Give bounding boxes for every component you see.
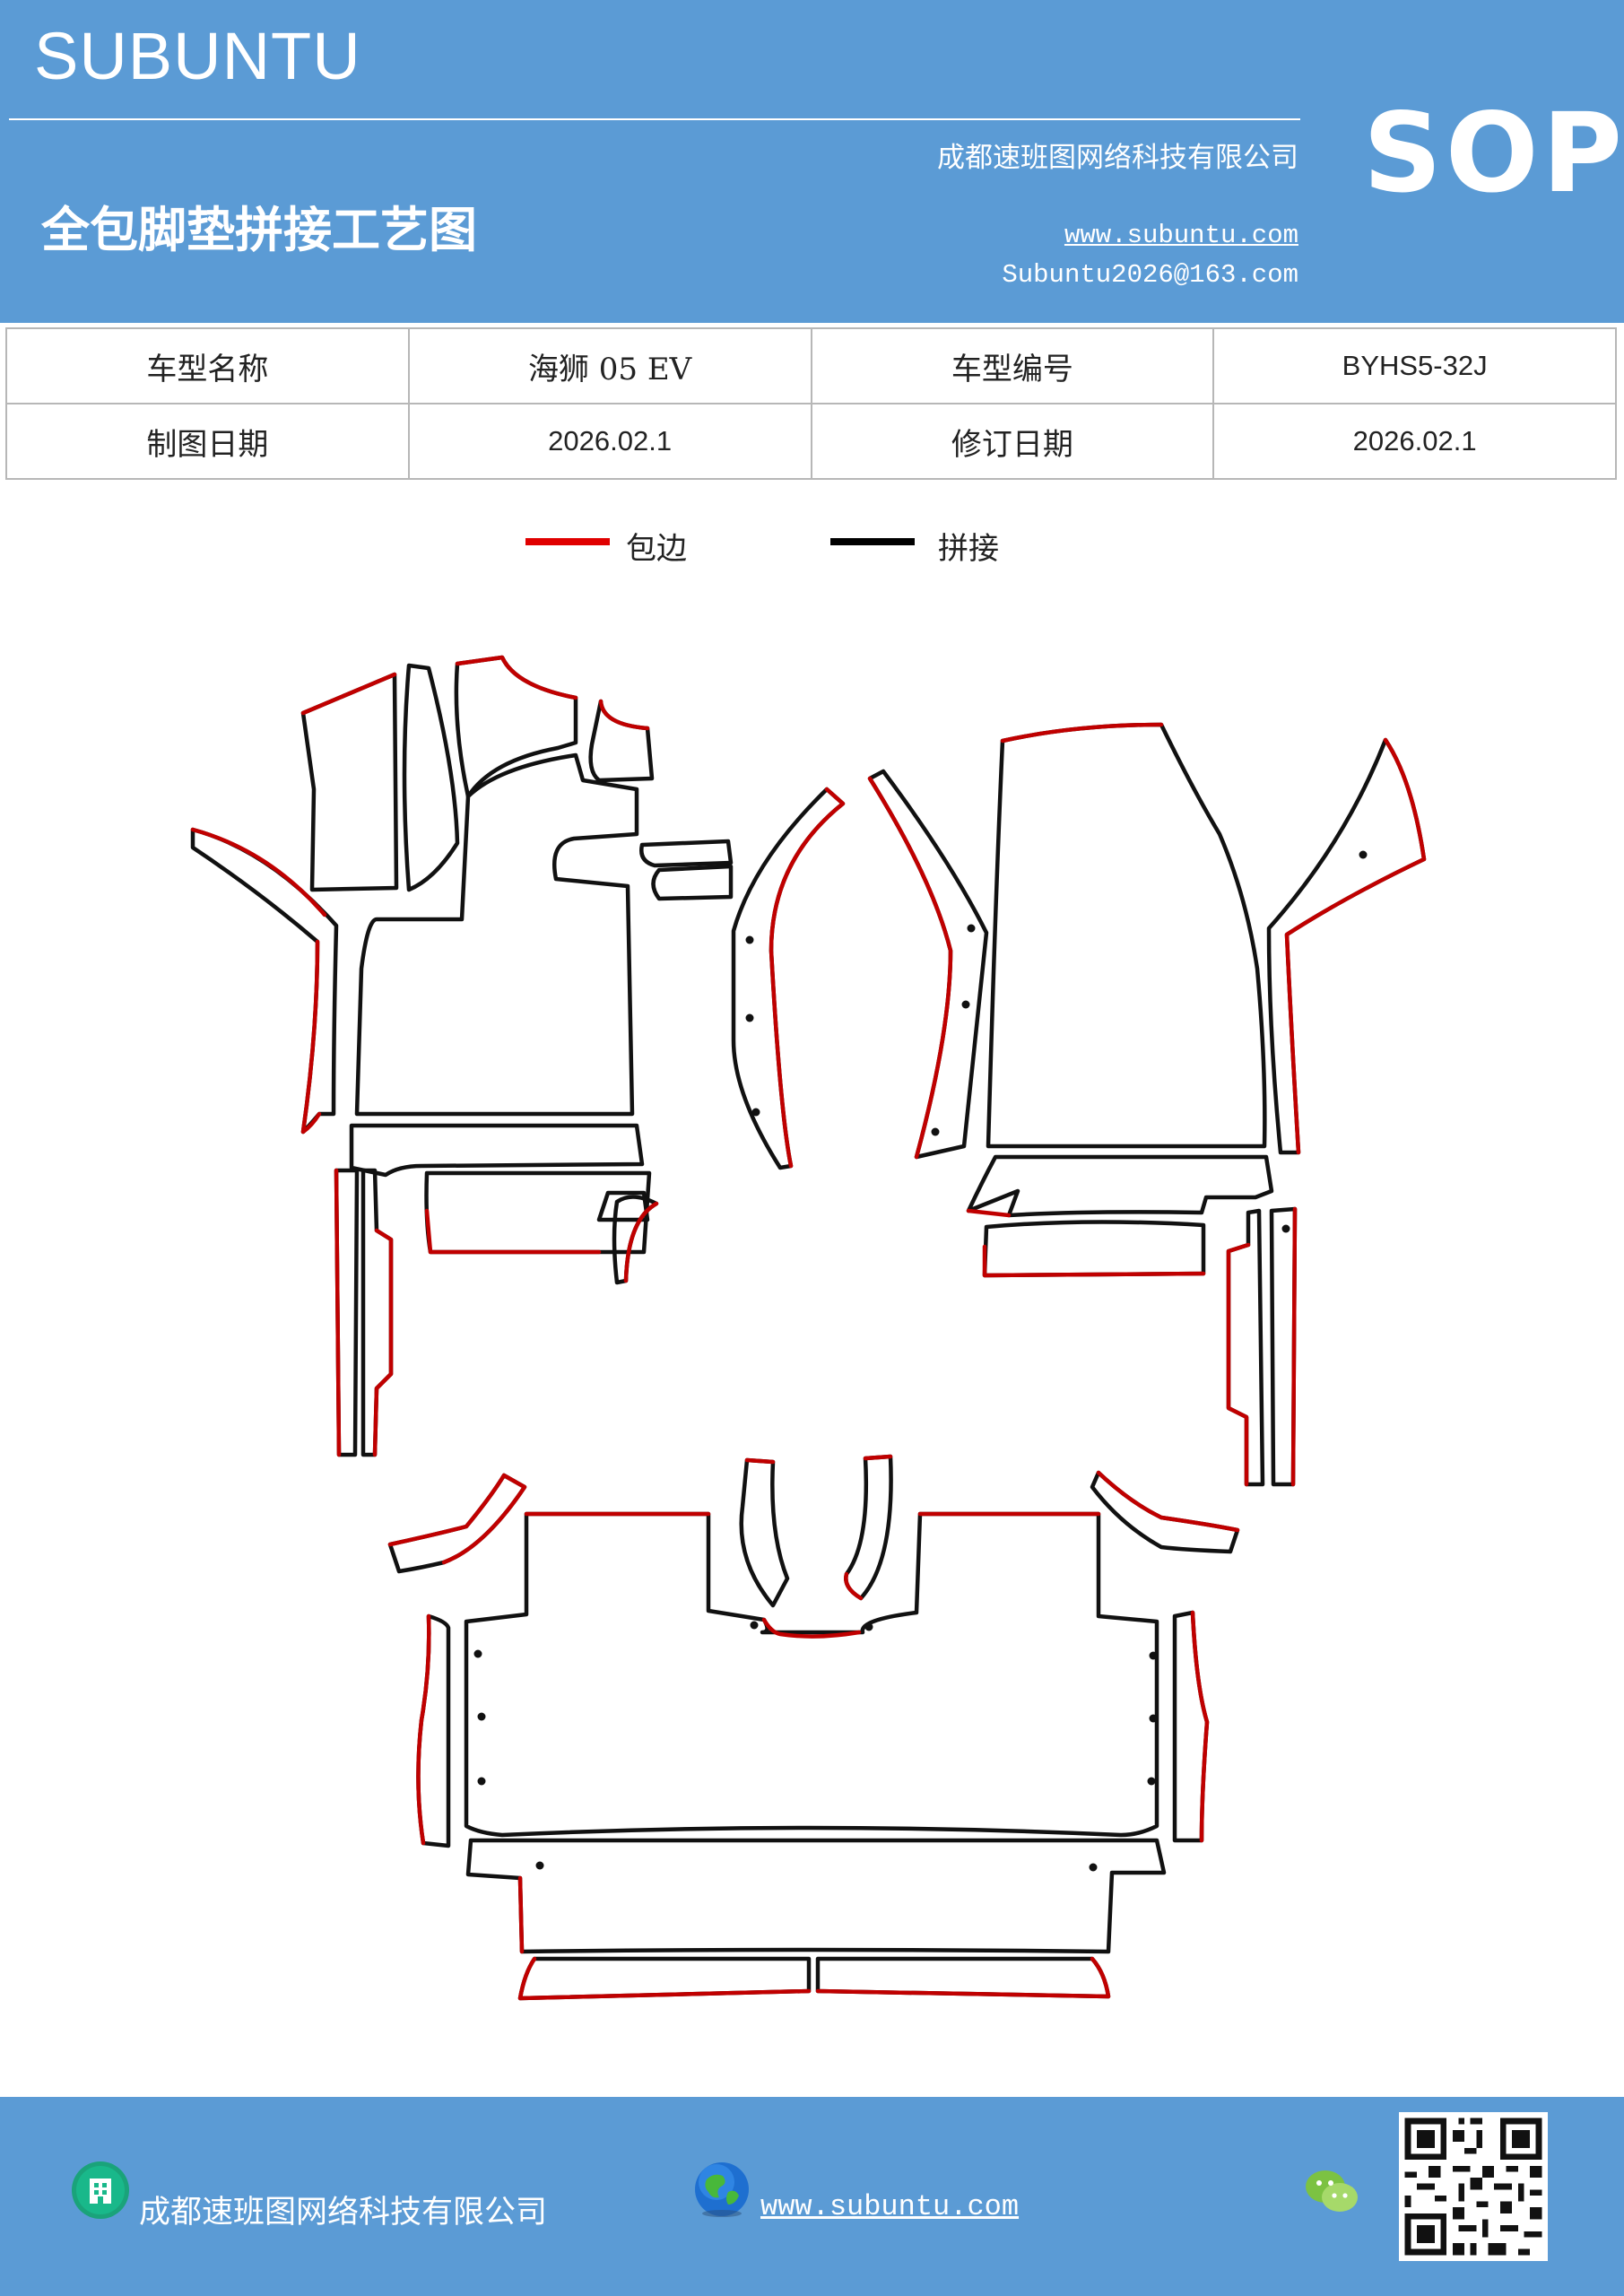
mat-edge (372, 1228, 394, 1457)
mat-piece (966, 1154, 1274, 1218)
building-icon (72, 2161, 129, 2219)
rear-group (387, 1454, 1240, 2001)
rivet-dot (1089, 1863, 1098, 1872)
mat-piece (454, 655, 578, 799)
header-banner: SUBUNTU 成都速班图网络科技有限公司 全包脚垫拼接工艺图 www.subu… (0, 0, 1624, 323)
mat-edge (334, 1168, 342, 1457)
mat-piece (596, 1190, 650, 1222)
rivet-dot (751, 1108, 760, 1117)
wechat-icon (1306, 2170, 1358, 2212)
legend-red-swatch (525, 538, 610, 545)
mat-piece (986, 722, 1267, 1149)
rivet-dot (535, 1861, 544, 1870)
mat-edge (1190, 1610, 1210, 1843)
legend-label: 包边 (626, 531, 687, 567)
page-title: 全包脚垫拼接工艺图 (41, 201, 477, 258)
globe-icon (695, 2162, 749, 2217)
mat-edge (867, 776, 953, 1160)
rivet-dot (1147, 1777, 1156, 1786)
mat-piece (867, 769, 989, 1160)
mat-piece (416, 1613, 451, 1848)
model-name-label: 车型名称 (5, 327, 410, 404)
mat-piece (639, 839, 734, 868)
table-row: 制图日期 2026.02.1 修订日期 2026.02.1 (5, 403, 1617, 480)
footer-website-link[interactable]: www.subuntu.com (760, 2190, 1020, 2223)
mat-edge (1284, 737, 1427, 1155)
rivet-dot (477, 1712, 486, 1721)
mat-edge (1000, 722, 1164, 744)
mat-piece (349, 1123, 645, 1178)
center-console-strip (731, 787, 846, 1170)
revision-date-value: 2026.02.1 (1212, 403, 1617, 480)
mat-edge (517, 1956, 812, 2001)
model-code-value: BYHS5-32J (1212, 327, 1617, 404)
header-company: 成都速班图网络科技有限公司 (937, 142, 1298, 174)
drawing-date-label: 制图日期 (5, 403, 410, 480)
mat-piece (190, 827, 339, 1135)
mat-edge (1096, 1470, 1240, 1533)
mat-piece (739, 1457, 790, 1608)
mat-edge (769, 787, 846, 1169)
floor-mat-diagram (190, 655, 1427, 2001)
rivet-dot (750, 1621, 759, 1630)
mat-piece (402, 663, 460, 892)
revision-date-label: 修订日期 (810, 403, 1215, 480)
mat-edge (300, 672, 397, 716)
table-row: 车型名称 海狮 05 EV 车型编号 BYHS5-32J (5, 327, 1617, 404)
brand-name: SUBUNTU (34, 19, 361, 93)
mat-edge (524, 1511, 1101, 1639)
rivet-dot (967, 924, 976, 933)
mat-edge (598, 699, 650, 731)
vehicle-info-table: 车型名称 海狮 05 EV 车型编号 BYHS5-32J 制图日期 2026.0… (5, 327, 1617, 480)
mat-piece (588, 699, 655, 783)
mat-piece (1266, 737, 1427, 1155)
mat-edge (744, 1457, 776, 1465)
sop-badge: SOP (1363, 90, 1624, 217)
rivet-dot (961, 1000, 970, 1009)
drawing-date-value: 2026.02.1 (407, 403, 812, 480)
mat-edge (623, 1201, 659, 1283)
rivet-dot (745, 1013, 754, 1022)
mat-edge (455, 655, 578, 700)
mat-piece (731, 787, 846, 1170)
rivet-dot (745, 935, 754, 944)
mat-edge (966, 1208, 1012, 1218)
mat-edge (416, 1613, 431, 1846)
mat-piece (651, 864, 734, 901)
rivet-dot (931, 1127, 940, 1136)
qr-code[interactable] (1399, 2112, 1548, 2261)
header-website-link[interactable]: www.subuntu.com (1064, 221, 1298, 250)
mat-piece (844, 1454, 893, 1601)
mat-edge (424, 1208, 602, 1255)
rivet-dot (1149, 1651, 1158, 1660)
mat-piece (465, 1838, 1167, 1954)
footer-company: 成都速班图网络科技有限公司 (139, 2195, 548, 2231)
mat-edge (1290, 1206, 1298, 1487)
mat-piece (982, 1220, 1206, 1278)
mat-piece (464, 1511, 1159, 1838)
legend-label: 拼接 (938, 531, 999, 567)
mat-edge (517, 1875, 525, 1954)
mat-edge (190, 827, 327, 1135)
rivet-dot (1359, 850, 1368, 859)
front-right-group (867, 722, 1427, 1487)
rivet-dot (473, 1649, 482, 1658)
model-code-label: 车型编号 (810, 327, 1215, 404)
mat-edge (1226, 1242, 1251, 1487)
mat-edge (844, 1454, 893, 1601)
footer-banner: 成都速班图网络科技有限公司 www.subuntu.com (0, 2097, 1624, 2296)
legend-black-swatch (830, 538, 915, 545)
mat-edge (982, 1244, 1206, 1278)
rivet-dot (1149, 1714, 1158, 1723)
model-name-value: 海狮 05 EV (407, 327, 812, 404)
rivet-dot (864, 1622, 873, 1631)
mat-edge (815, 1956, 1111, 1999)
front-left-group (190, 655, 734, 1457)
mat-piece (354, 752, 639, 1117)
mat-edge (387, 1473, 527, 1565)
rivet-dot (1281, 1224, 1290, 1233)
rivet-dot (477, 1777, 486, 1786)
header-divider (9, 118, 1300, 120)
header-email[interactable]: Subuntu2026@163.com (1002, 260, 1298, 290)
